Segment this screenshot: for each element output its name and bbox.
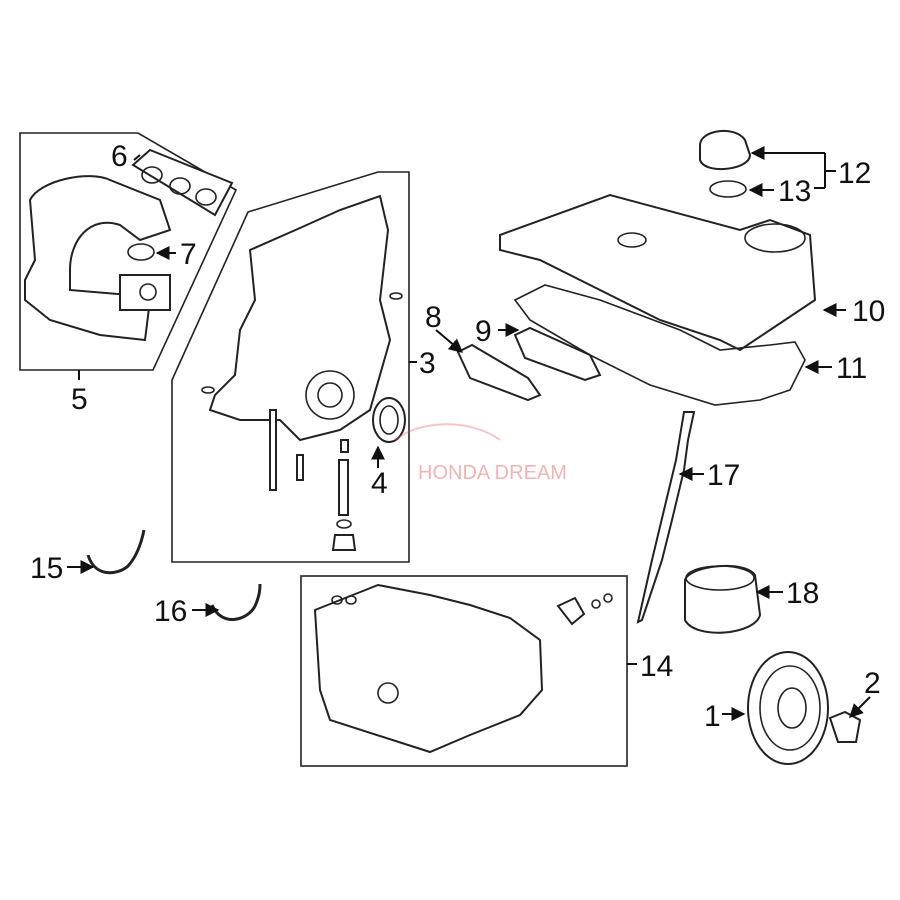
callout-11: 11 xyxy=(836,352,867,385)
oil-pan-box xyxy=(300,575,628,767)
oil-pressure-stud[interactable] xyxy=(338,459,349,516)
callout-2: 2 xyxy=(864,667,881,700)
callout-3: 3 xyxy=(419,347,436,380)
callout-16: 16 xyxy=(154,595,187,628)
callout-labels: 1 2 3 4 5 6 7 8 9 10 11 12 13 14 15 16 1… xyxy=(30,140,885,733)
callout-13: 13 xyxy=(778,175,811,208)
callout-8: 8 xyxy=(425,301,442,334)
gasket-set[interactable] xyxy=(131,148,234,217)
callout-15: 15 xyxy=(30,552,63,585)
callout-18: 18 xyxy=(786,577,819,610)
stud-bolt[interactable] xyxy=(269,409,277,491)
oil-strainer[interactable] xyxy=(556,596,586,626)
callout-5: 5 xyxy=(71,383,88,416)
throttle-body[interactable] xyxy=(119,274,171,311)
oil-filter[interactable] xyxy=(684,564,762,634)
callout-4: 4 xyxy=(371,467,388,500)
callout-7: 7 xyxy=(180,238,197,271)
chain-case[interactable] xyxy=(208,194,392,442)
leaders xyxy=(67,146,871,721)
chain-case-box xyxy=(171,171,410,563)
cylinder-head-cover[interactable] xyxy=(499,193,817,352)
cylinder-head-cover-group xyxy=(456,129,817,406)
oil-dipstick[interactable] xyxy=(636,411,696,624)
hose-16[interactable] xyxy=(210,583,262,621)
callout-17: 17 xyxy=(707,459,740,492)
oil-filler-cap[interactable] xyxy=(699,129,752,171)
watermark: HONDA DREAM xyxy=(394,423,567,484)
exhaust-gasket-a[interactable] xyxy=(456,343,542,402)
o-ring[interactable] xyxy=(127,243,155,261)
crankshaft-pulley[interactable] xyxy=(747,651,829,765)
callout-9: 9 xyxy=(475,315,492,348)
dowel xyxy=(296,454,304,481)
filler-cap-gasket[interactable] xyxy=(709,180,747,198)
callout-10: 10 xyxy=(852,295,885,328)
watermark-text: HONDA DREAM xyxy=(418,462,567,484)
exhaust-gasket-b[interactable] xyxy=(513,326,602,382)
drain-bolt[interactable] xyxy=(331,534,357,551)
oil-seal[interactable] xyxy=(372,397,406,443)
pulley-bolt[interactable] xyxy=(828,710,862,743)
hose-15[interactable] xyxy=(86,529,146,575)
dowel-pin xyxy=(340,439,349,453)
washer xyxy=(336,519,352,529)
callout-1: 1 xyxy=(704,700,721,733)
callout-14: 14 xyxy=(640,650,673,683)
callout-6: 6 xyxy=(111,140,128,173)
oil-pan[interactable] xyxy=(313,583,544,754)
intake-manifold-box xyxy=(19,132,238,371)
callout-12: 12 xyxy=(838,157,871,190)
